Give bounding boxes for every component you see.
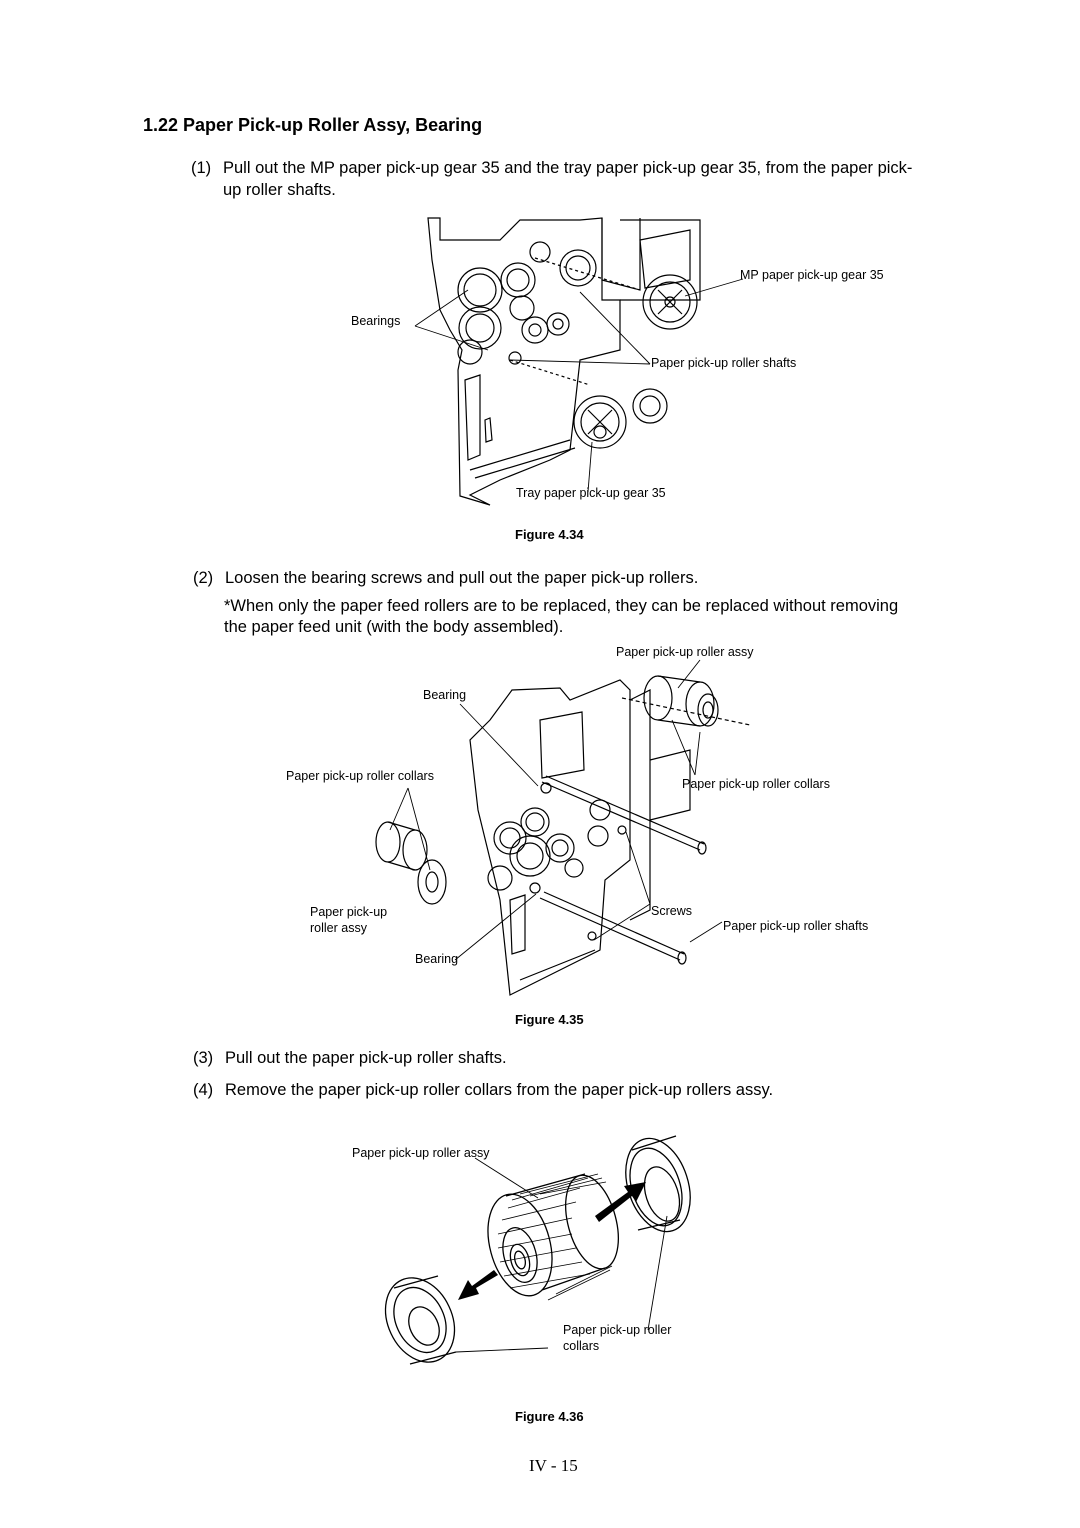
label-pickup-roller-collars: Paper pick-up roller bbox=[563, 1323, 672, 1337]
figure-434-illustration bbox=[414, 217, 744, 506]
step-3: (3) Pull out the paper pick-up roller sh… bbox=[193, 1048, 993, 1070]
label-pickup-roller-shafts: Paper pick-up roller shafts bbox=[651, 356, 797, 370]
label-pickup-roller-assy-top: Paper pick-up roller assy bbox=[616, 645, 754, 659]
step-text: Pull out the paper pick-up roller shafts… bbox=[225, 1049, 507, 1067]
figure-caption: Figure 4.34 bbox=[515, 527, 584, 542]
label-mp-paper-pickup-gear: MP paper pick-up gear 35 bbox=[740, 268, 884, 282]
label-pickup-roller-assy: Paper pick-up roller assy bbox=[352, 1146, 490, 1160]
step-1: (1) Pull out the MP paper pick-up gear 3… bbox=[191, 158, 991, 202]
label-bearing-bottom: Bearing bbox=[415, 952, 459, 966]
label-screws: Screws bbox=[651, 904, 692, 918]
step-number: (4) bbox=[193, 1081, 214, 1099]
label-pickup-roller-shafts: Paper pick-up roller shafts bbox=[723, 919, 869, 933]
page-number: IV - 15 bbox=[529, 1456, 578, 1475]
note: *When only the paper feed rollers are to… bbox=[224, 596, 1024, 640]
label-pickup-roller-collars-continued: collars bbox=[563, 1339, 600, 1353]
label-pickup-roller-assy-left-continued: roller assy bbox=[310, 921, 367, 935]
step-text: Remove the paper pick-up roller collars … bbox=[225, 1081, 774, 1099]
step-number: (1) bbox=[191, 159, 212, 177]
figure-caption: Figure 4.35 bbox=[515, 1012, 584, 1027]
step-number: (2) bbox=[193, 569, 214, 587]
step-4: (4) Remove the paper pick-up roller coll… bbox=[193, 1080, 993, 1102]
section-number: 1.22 bbox=[143, 115, 179, 135]
step-text-continued: up roller shafts. bbox=[223, 181, 336, 199]
step-2: (2) Loosen the bearing screws and pull o… bbox=[193, 568, 993, 590]
label-bearings: Bearings bbox=[351, 314, 401, 328]
label-pickup-roller-collars-left: Paper pick-up roller collars bbox=[286, 769, 434, 783]
figure-435-illustration bbox=[375, 659, 751, 996]
figure-436-illustration bbox=[384, 1135, 691, 1365]
step-text: Loosen the bearing screws and pull out t… bbox=[225, 569, 699, 587]
note-text-continued: the paper feed unit (with the body assem… bbox=[224, 618, 564, 636]
section-title: Paper Pick-up Roller Assy, Bearing bbox=[183, 115, 483, 135]
step-text: Pull out the MP paper pick-up gear 35 an… bbox=[223, 159, 913, 177]
label-tray-paper-pickup-gear: Tray paper pick-up gear 35 bbox=[516, 486, 666, 500]
label-pickup-roller-collars-right: Paper pick-up roller collars bbox=[682, 777, 830, 791]
note-text: *When only the paper feed rollers are to… bbox=[224, 597, 899, 615]
label-pickup-roller-assy-left: Paper pick-up bbox=[310, 905, 388, 919]
label-bearing-top: Bearing bbox=[423, 688, 467, 702]
step-number: (3) bbox=[193, 1049, 214, 1067]
figure-caption: Figure 4.36 bbox=[515, 1409, 584, 1424]
